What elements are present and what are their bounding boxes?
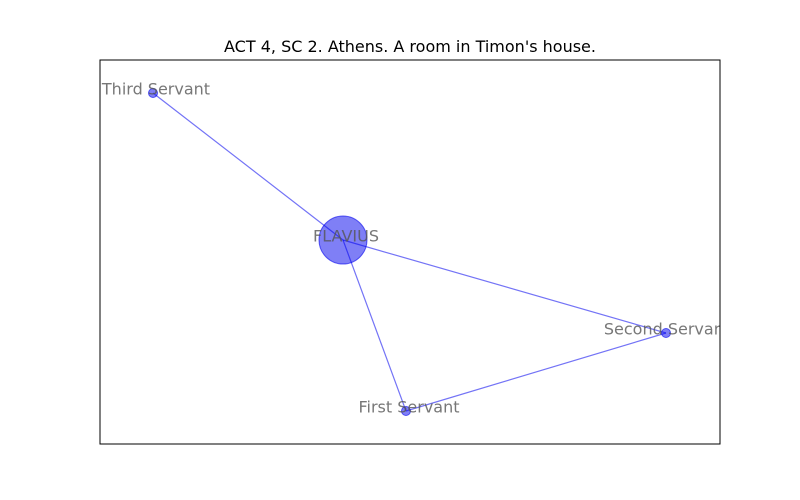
edge-flavius-third-servant bbox=[152, 92, 344, 241]
diagram-title: ACT 4, SC 2. Athens. A room in Timon's h… bbox=[224, 37, 596, 56]
node-label-flavius: FLAVIUS bbox=[313, 227, 379, 246]
edge-flavius-first-servant bbox=[342, 239, 407, 412]
node-flavius bbox=[318, 215, 368, 265]
edge-flavius-second-servant bbox=[342, 239, 667, 334]
nodes-layer bbox=[148, 88, 671, 416]
node-label-second-servant: Second Servant bbox=[604, 320, 730, 339]
edges-layer bbox=[152, 92, 667, 412]
plot-frame bbox=[99, 59, 721, 445]
node-third-servant bbox=[148, 88, 158, 98]
node-first-servant bbox=[401, 406, 411, 416]
node-label-third-servant: Third Servant bbox=[101, 80, 210, 99]
node-label-first-servant: First Servant bbox=[358, 398, 459, 417]
edge-first-servant-second-servant bbox=[405, 332, 667, 412]
node-second-servant bbox=[661, 328, 671, 338]
